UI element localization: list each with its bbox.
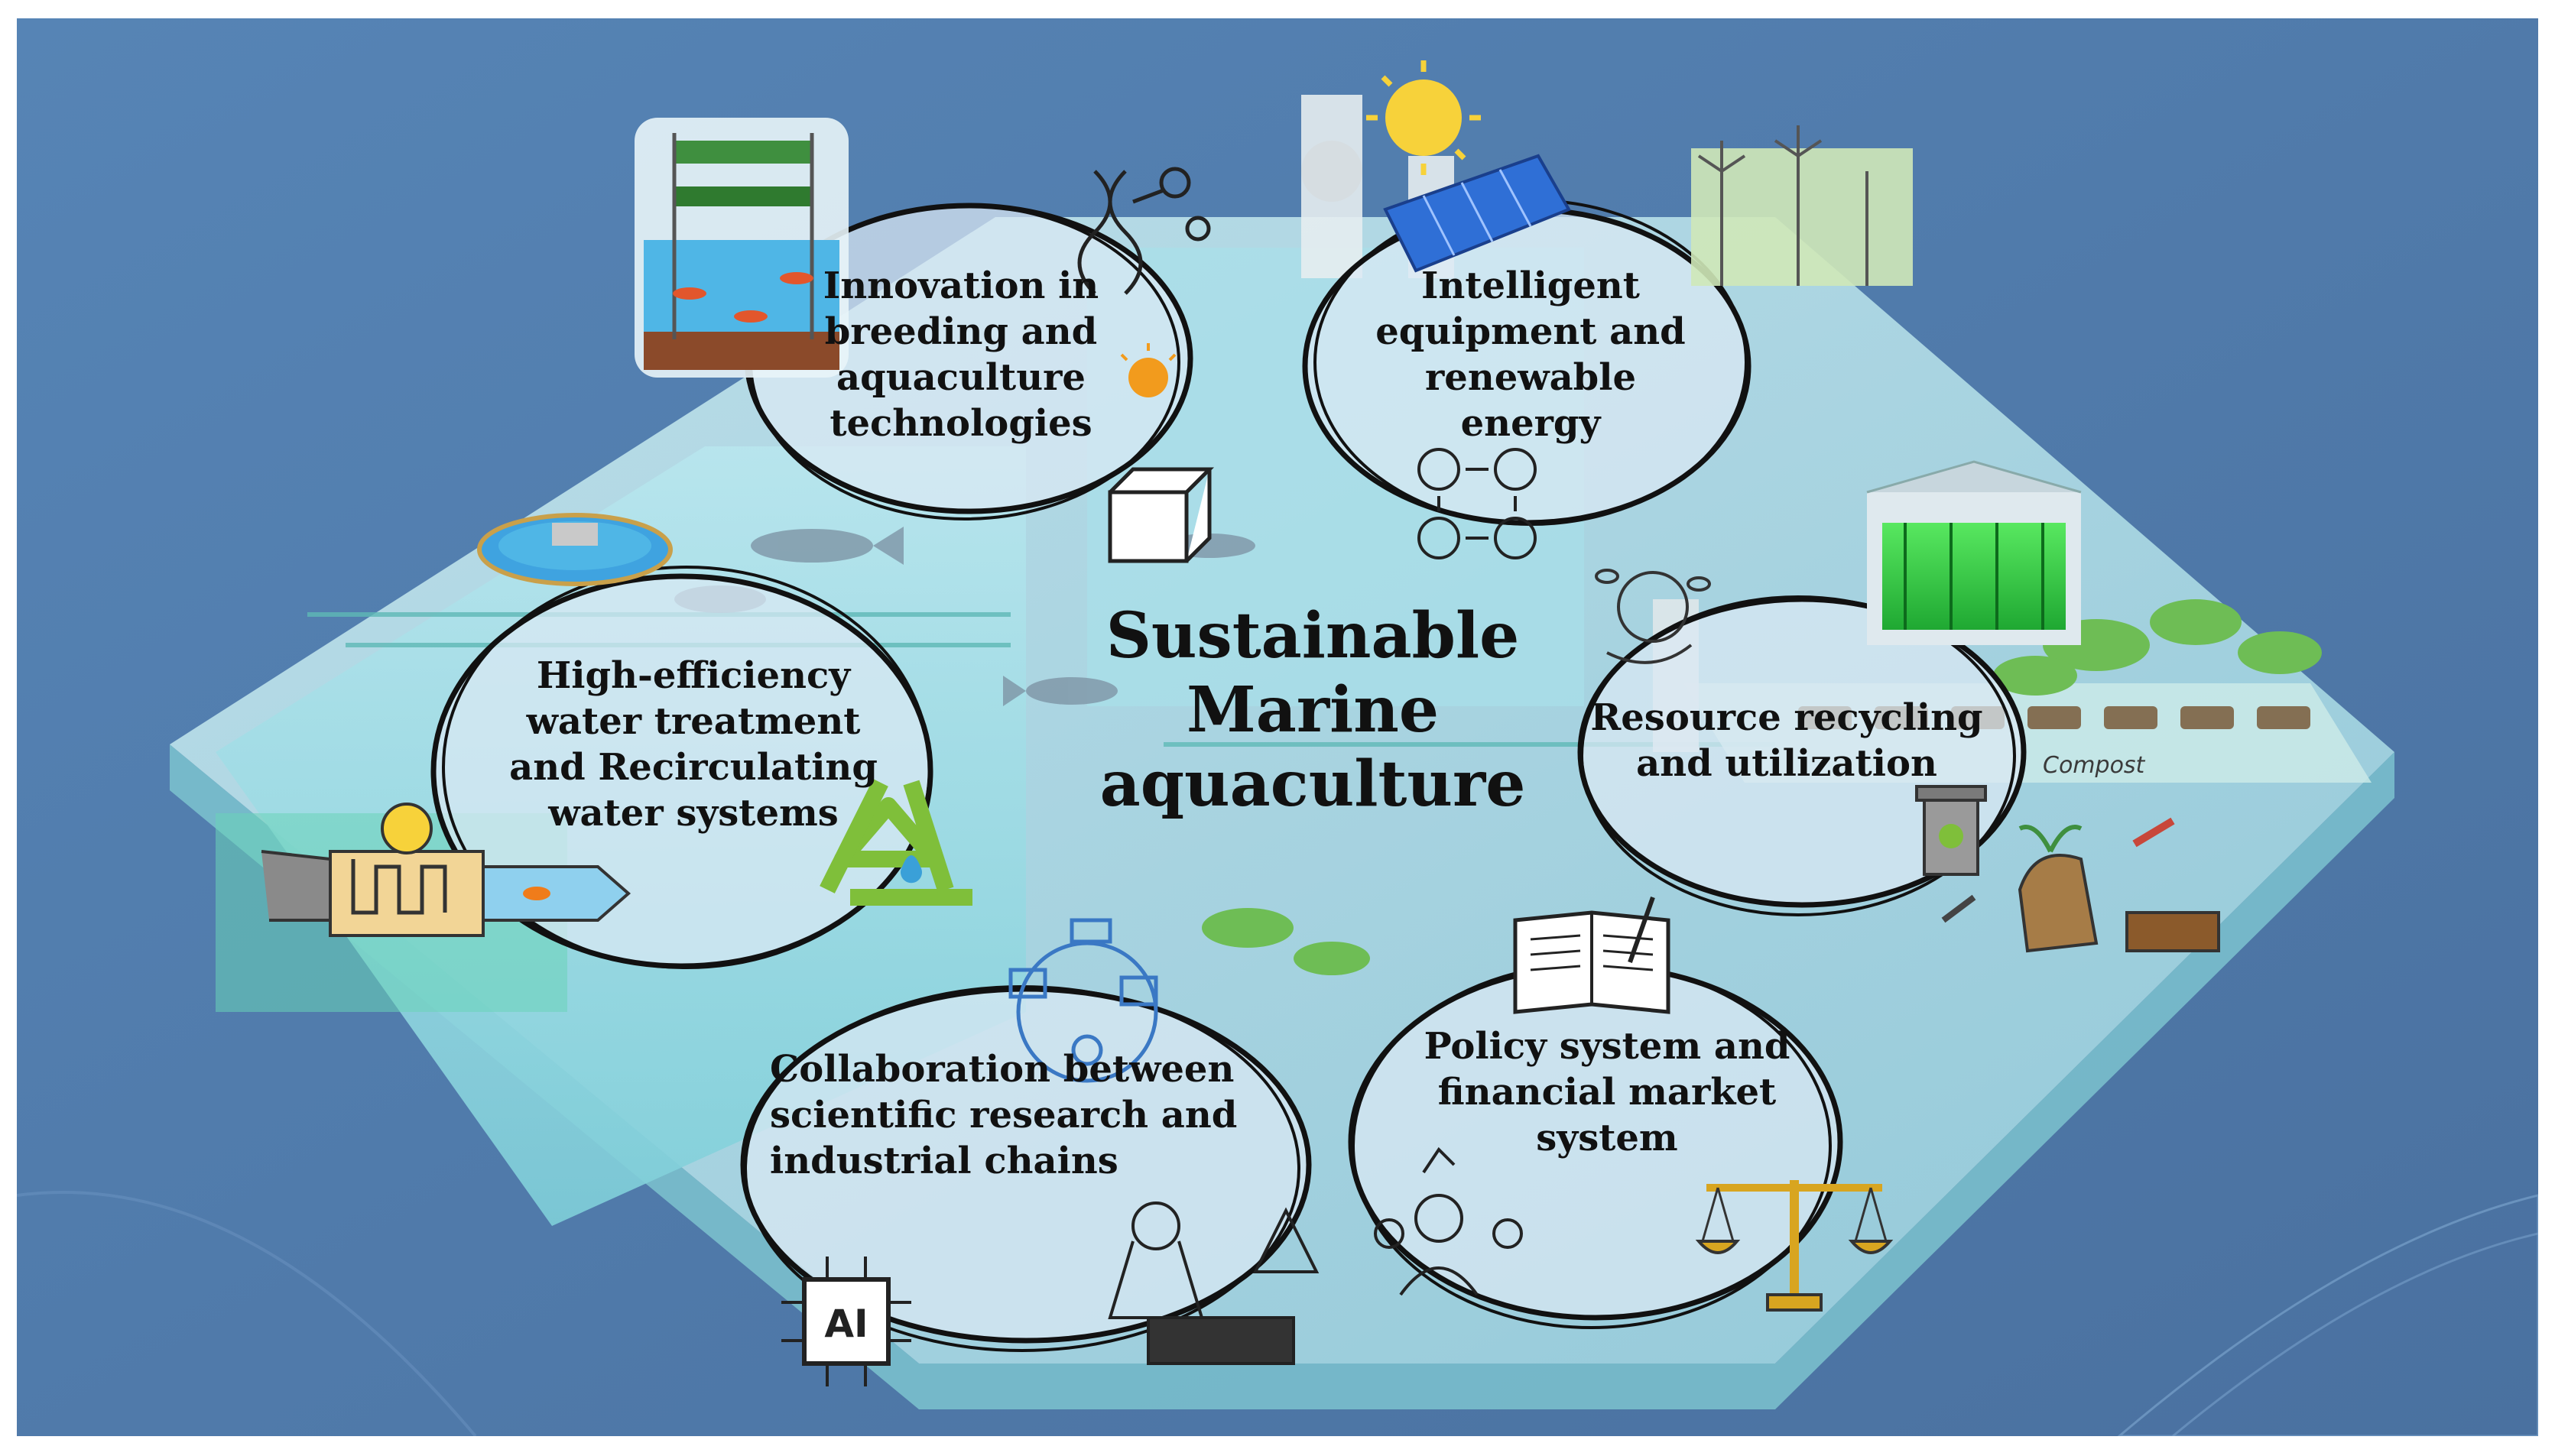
clarifier-tank-icon bbox=[477, 513, 673, 586]
wind-turbines-icon bbox=[1691, 125, 1913, 286]
algae-greenhouse-icon bbox=[1866, 460, 2082, 645]
diagram-frame: AI Sustainable Marine aquaculture Innova… bbox=[17, 18, 2538, 1436]
ai-chip-icon: AI bbox=[781, 1257, 911, 1386]
water-treatment-pipe-icon bbox=[261, 803, 631, 937]
pillar-label-collaboration: Collaboration between scientific researc… bbox=[770, 1048, 1238, 1182]
pillar-label-policy: Policy system and financial market syste… bbox=[1424, 1025, 1790, 1159]
recycle-water-icon bbox=[820, 779, 972, 906]
background-swirl bbox=[17, 1190, 477, 1436]
dna-icon bbox=[1077, 167, 1211, 295]
justice-scales-icon bbox=[1695, 1180, 1894, 1312]
ai-chip-label: AI bbox=[824, 1302, 868, 1346]
aquaponics-tower-icon bbox=[635, 118, 849, 378]
energy-cycle-icon bbox=[1417, 448, 1537, 559]
center-title: Sustainable Marine aquaculture bbox=[1099, 599, 1526, 821]
compost-caption: Compost bbox=[2043, 752, 2145, 779]
eco-hand-icon bbox=[1595, 569, 1711, 664]
background-swirl bbox=[2172, 1232, 2538, 1436]
trash-bin-icon bbox=[1915, 785, 1987, 876]
pillar-label-recycling: Resource recycling and utilization bbox=[1590, 696, 1983, 785]
network-collaboration-icon bbox=[1008, 918, 1158, 1083]
pillar-label-water: High-efficiency water treatment and Reci… bbox=[509, 654, 878, 835]
open-book-icon bbox=[1513, 897, 1670, 1014]
finance-person-icon bbox=[1374, 1146, 1523, 1296]
idea-bulb-icon bbox=[1108, 343, 1215, 563]
lab-equipment-icon bbox=[1108, 1201, 1320, 1365]
pillar-ovals bbox=[430, 199, 2027, 1352]
background-swirl bbox=[2117, 1194, 2538, 1436]
compost-items-icon bbox=[1941, 817, 2220, 953]
pillar-label-energy: Intelligent equipment and renewable ener… bbox=[1375, 264, 1686, 445]
solar-panel-icon bbox=[1366, 60, 1571, 273]
pillar-label-breeding: Innovation in breeding and aquaculture t… bbox=[823, 264, 1099, 445]
oval-recycling bbox=[1577, 595, 2027, 916]
diagram-illustration: AI bbox=[17, 18, 2538, 1436]
